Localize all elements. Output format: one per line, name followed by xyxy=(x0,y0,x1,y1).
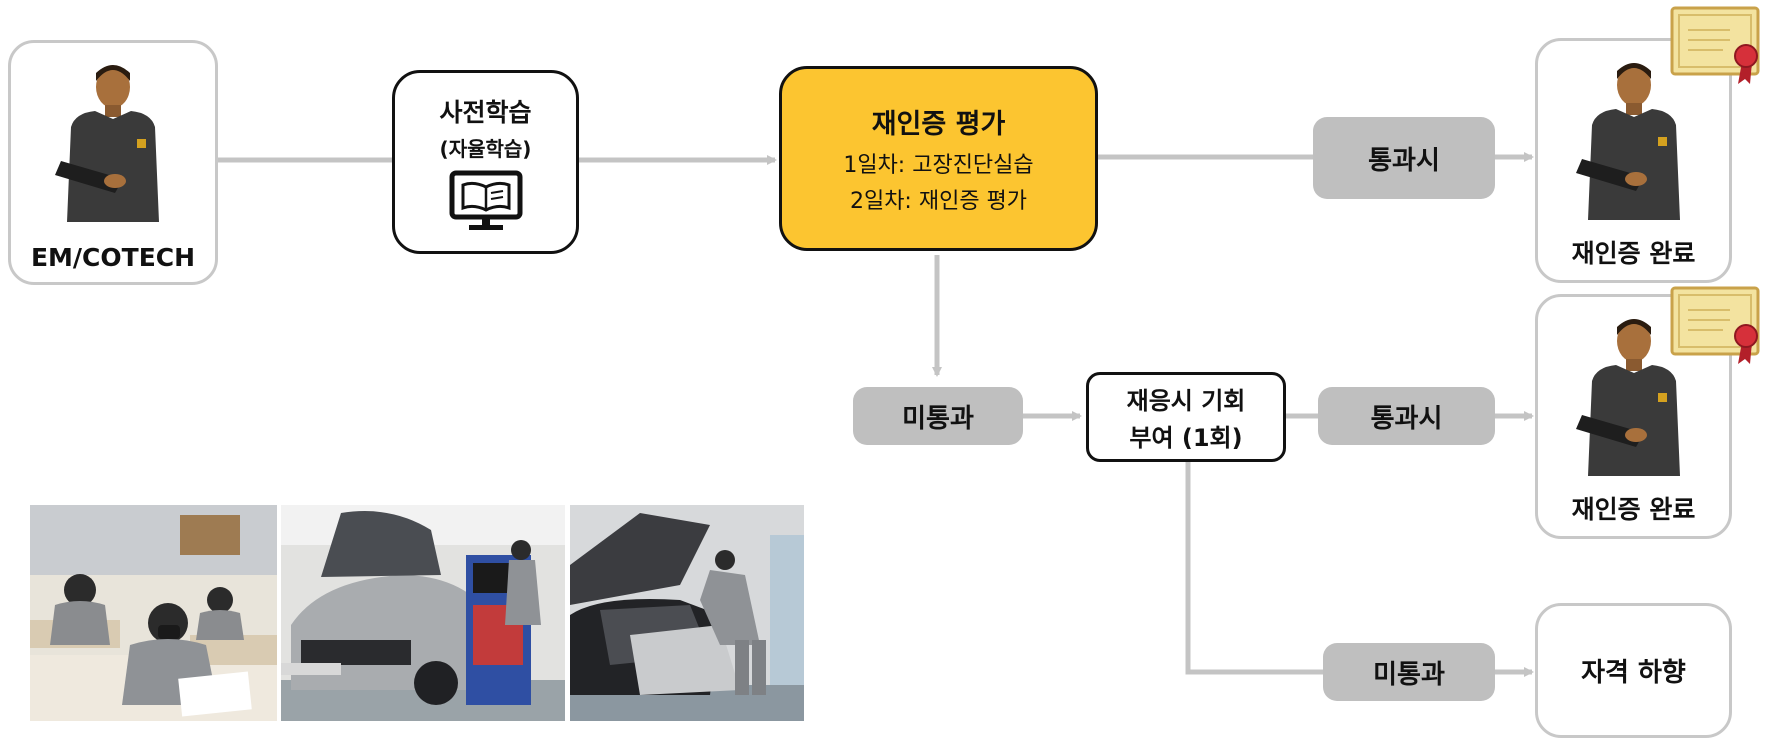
fail-pill-2: 미통과 xyxy=(1323,643,1495,701)
evaluation-title: 재인증 평가 xyxy=(871,109,1006,140)
certificate-icon xyxy=(1670,286,1760,364)
technician-figure-icon xyxy=(1575,63,1680,220)
pass-pill-2-label: 통과시 xyxy=(1370,403,1443,434)
em-cotech-label: EM/COTECH xyxy=(30,243,196,272)
pass-pill-2: 통과시 xyxy=(1318,387,1495,445)
retest-box: 재응시 기회 부여 (1회) xyxy=(1086,372,1286,462)
connector-retest-fail2 xyxy=(1185,462,1323,675)
classroom-exam-photo xyxy=(30,505,277,721)
qualification-downgrade-card: 자격 하향 xyxy=(1535,603,1732,738)
pass-pill-1: 통과시 xyxy=(1313,117,1495,199)
prelearn-box: 사전학습 (자율학습) xyxy=(392,70,579,254)
fail-pill-2-label: 미통과 xyxy=(1373,659,1445,690)
retest-line1: 재응시 기회 xyxy=(1126,387,1246,415)
engine-repair-photo xyxy=(570,505,804,721)
recert-complete-label-1: 재인증 완료 xyxy=(1571,239,1696,268)
prelearn-title: 사전학습 xyxy=(439,97,532,127)
fail-pill-1-label: 미통과 xyxy=(902,403,974,434)
recert-complete-label-2: 재인증 완료 xyxy=(1571,495,1696,524)
fail-pill-1: 미통과 xyxy=(853,387,1023,445)
technician-figure-icon xyxy=(55,65,159,222)
em-cotech-card: EM/COTECH xyxy=(8,40,218,285)
prelearn-subtitle: (자율학습) xyxy=(439,136,532,161)
recert-complete-card-2: 재인증 완료 xyxy=(1535,294,1732,539)
recert-complete-card-1: 재인증 완료 xyxy=(1535,38,1732,283)
evaluation-line1: 1일차: 고장진단실습 xyxy=(843,153,1034,178)
diagnostic-equipment-photo xyxy=(281,505,565,721)
downgrade-label: 자격 하향 xyxy=(1581,658,1686,688)
technician-figure-icon xyxy=(1575,319,1680,476)
retest-line2: 부여 (1회) xyxy=(1129,424,1243,452)
evaluation-box: 재인증 평가 1일차: 고장진단실습 2일차: 재인증 평가 xyxy=(779,66,1098,251)
pass-pill-1-label: 통과시 xyxy=(1368,145,1440,176)
evaluation-line2: 2일차: 재인증 평가 xyxy=(849,189,1028,214)
certificate-icon xyxy=(1670,6,1760,84)
monitor-book-icon xyxy=(449,170,522,230)
